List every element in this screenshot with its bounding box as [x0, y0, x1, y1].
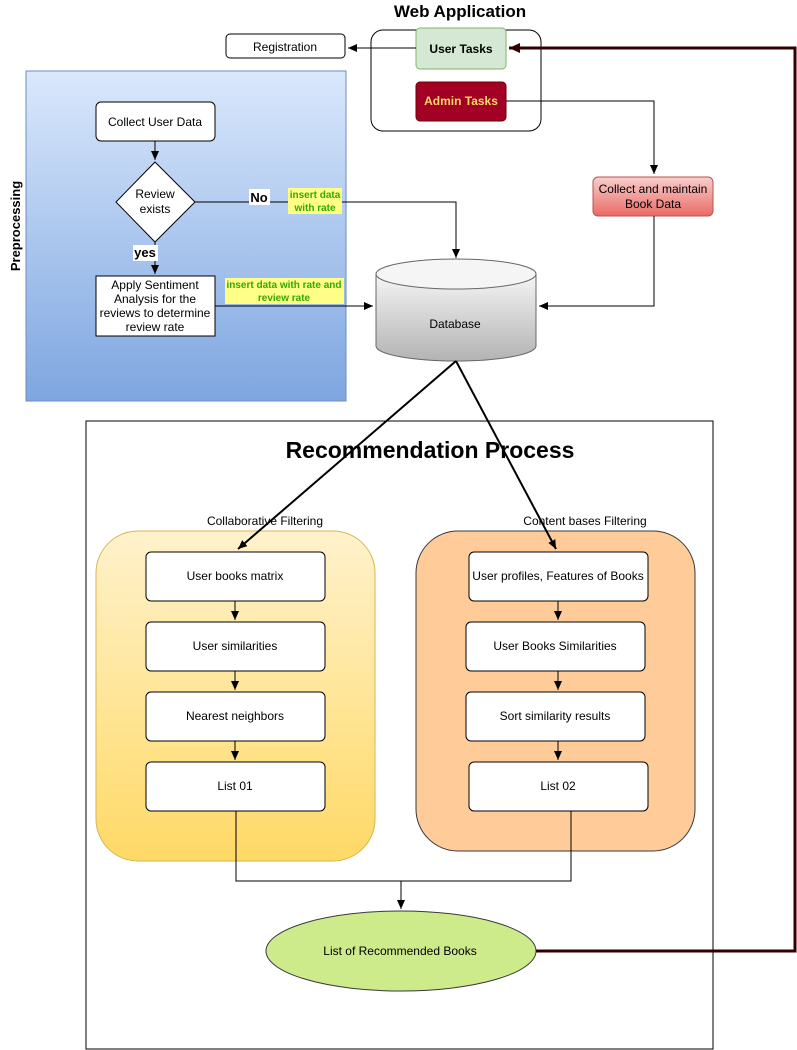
arrow-no-to-database [195, 201, 460, 258]
registration-label: Registration [253, 40, 317, 54]
review-exists-line-2: exists [140, 202, 171, 216]
insert-rate-review-highlight [225, 278, 344, 304]
sentiment-line-3: reviews to determine [100, 306, 211, 320]
arrow-book-data-to-database [539, 216, 655, 310]
collab-step-1[interactable]: User books matrix [145, 551, 326, 602]
content-step-3-label: Sort similarity results [500, 709, 611, 723]
arrow-database-to-collaborative [237, 360, 457, 550]
content-step-1-label: User profiles, Features of Books [472, 569, 643, 583]
sentiment-analysis-node[interactable]: Apply Sentiment Analysis for the reviews… [95, 275, 216, 337]
insert-rate-review-line-1: insert data with rate and [226, 280, 341, 291]
user-tasks-node[interactable]: User Tasks [415, 27, 507, 70]
user-tasks-label: User Tasks [429, 42, 492, 56]
collab-step-3[interactable]: Nearest neighbors [145, 691, 326, 742]
collect-user-data-label: Collect User Data [108, 115, 202, 129]
collect-book-line-2: Book Data [625, 197, 681, 211]
recommended-books-node[interactable]: List of Recommended Books [265, 910, 537, 992]
database-label: Database [429, 317, 481, 331]
insert-rate-line-1: insert data [290, 190, 341, 201]
insert-rate-review-line-2: review rate [258, 293, 311, 304]
insert-rate-line-2: with rate [293, 203, 336, 214]
recommendation-title: Recommendation Process [286, 437, 575, 463]
collab-step-4[interactable]: List 01 [145, 761, 326, 812]
arrow-database-to-content [455, 360, 557, 550]
no-label-bg [249, 189, 270, 205]
no-label: No [250, 190, 267, 205]
collect-user-data-node[interactable]: Collect User Data [95, 101, 216, 142]
content-step-1[interactable]: User profiles, Features of Books [468, 551, 649, 602]
preprocessing-title: Preprocessing [8, 181, 23, 271]
merge-connector [235, 811, 572, 882]
review-exists-decision[interactable]: Review exists [115, 161, 196, 243]
collab-step-4-label: List 01 [217, 779, 253, 793]
collab-step-2-label: User similarities [193, 639, 278, 653]
collaborative-title: Collaborative Filtering [207, 514, 323, 528]
content-step-2[interactable]: User Books Similarities [465, 621, 646, 672]
collab-step-1-label: User books matrix [187, 569, 284, 583]
yes-label-bg [133, 245, 158, 261]
review-exists-line-1: Review [135, 187, 175, 201]
collect-book-line-1: Collect and maintain [599, 182, 708, 196]
content-step-2-label: User Books Similarities [493, 639, 616, 653]
content-title: Content bases Filtering [523, 514, 646, 528]
content-step-4-label: List 02 [540, 779, 576, 793]
admin-tasks-node[interactable]: Admin Tasks [415, 81, 507, 122]
web-app-title: Web Application [394, 2, 526, 21]
content-step-3[interactable]: Sort similarity results [465, 691, 646, 742]
collect-book-data-node[interactable]: Collect and maintain Book Data [592, 176, 714, 217]
registration-node[interactable]: Registration [225, 33, 346, 59]
recommended-books-label: List of Recommended Books [323, 944, 476, 958]
sentiment-line-4: review rate [126, 320, 185, 334]
database-node[interactable]: Database [375, 258, 537, 362]
arrow-result-to-user-tasks [509, 43, 797, 953]
recommendation-container [85, 420, 714, 1050]
sentiment-line-1: Apply Sentiment [111, 278, 199, 292]
content-step-4[interactable]: List 02 [468, 761, 649, 812]
collab-step-3-label: Nearest neighbors [186, 709, 284, 723]
arrow-admin-to-book-data [506, 100, 658, 174]
yes-label: yes [134, 245, 156, 260]
admin-tasks-label: Admin Tasks [424, 94, 498, 108]
collab-step-2[interactable]: User similarities [145, 621, 326, 672]
sentiment-line-2: Analysis for the [114, 292, 196, 306]
insert-rate-highlight [288, 188, 342, 214]
